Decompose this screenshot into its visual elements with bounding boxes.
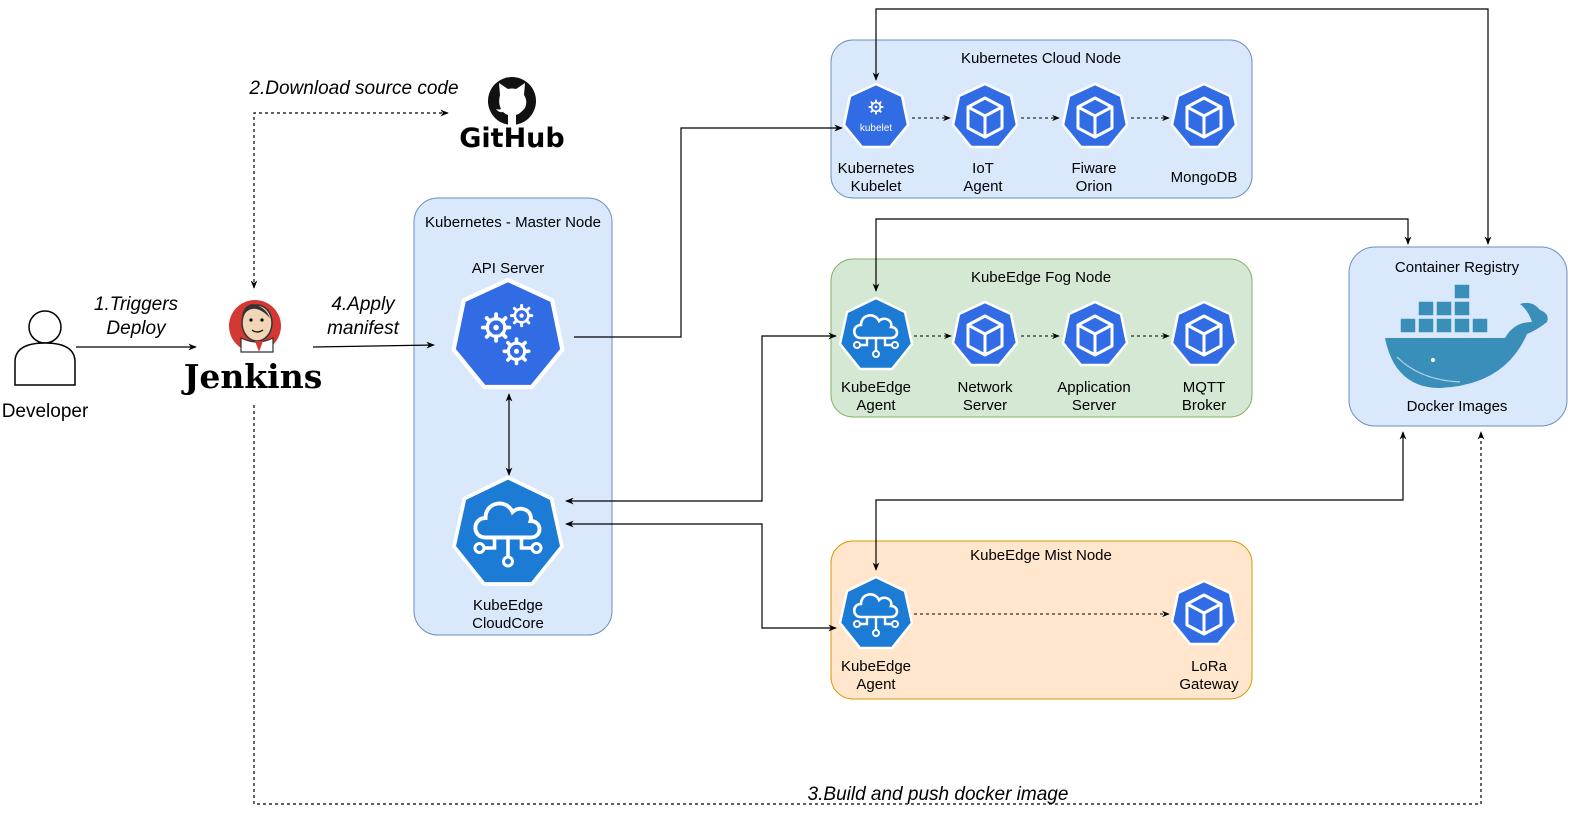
cloudcore-label: KubeEdge xyxy=(473,597,543,614)
network-server-pod-icon xyxy=(953,302,1017,365)
step-triggers-label-2: Deploy xyxy=(106,318,167,339)
edge-cloudcore-fog xyxy=(565,332,837,505)
github-octocat-icon xyxy=(488,77,536,125)
fog-item-label: Network xyxy=(957,379,1013,396)
fiware-orion-pod-icon xyxy=(1063,84,1127,147)
lora-gateway-pod-icon xyxy=(1172,581,1236,644)
fog-item-label: Application xyxy=(1057,379,1130,396)
step-apply-label-2: manifest xyxy=(327,318,400,339)
step-build-label: 3.Build and push docker image xyxy=(808,784,1069,805)
jenkins-icon xyxy=(229,300,281,353)
github-label: GitHub xyxy=(459,123,564,154)
cloud-item-label: Fiware xyxy=(1071,160,1116,177)
fog-item-label: MQTT xyxy=(1183,379,1226,396)
edge-registry-fog xyxy=(872,218,1412,292)
edge-jenkins-api xyxy=(312,341,435,349)
edge-registry-mist xyxy=(872,431,1407,571)
cloud-item-label: Orion xyxy=(1076,178,1113,195)
registry-title: Container Registry xyxy=(1395,259,1520,276)
cloud-node-title: Kubernetes Cloud Node xyxy=(961,50,1121,67)
cloudcore-label-2: CloudCore xyxy=(472,615,544,632)
registry-images-label: Docker Images xyxy=(1407,398,1508,415)
step-apply-label: 4.Apply xyxy=(331,294,396,315)
mist-node-title: KubeEdge Mist Node xyxy=(970,547,1112,564)
api-server-label: API Server xyxy=(472,260,545,277)
kubelet-badge-text: kubelet xyxy=(860,123,892,134)
fog-item-label: Agent xyxy=(856,397,896,414)
fog-item-label: Server xyxy=(1072,397,1116,414)
mongodb-pod-icon xyxy=(1172,84,1236,147)
fog-item-label: KubeEdge xyxy=(841,379,911,396)
edge-cloudcore-mist xyxy=(565,520,837,632)
mist-item-label: LoRa xyxy=(1191,658,1228,675)
fog-item-label: Broker xyxy=(1182,397,1226,414)
application-server-pod-icon xyxy=(1063,302,1127,365)
mist-item-label: Gateway xyxy=(1179,676,1239,693)
cloud-item-label: Agent xyxy=(963,178,1003,195)
step-triggers-label: 1.Triggers xyxy=(94,294,179,315)
api-server-icon xyxy=(454,280,563,387)
fog-item-label: Server xyxy=(963,397,1007,414)
kubelet-icon: kubelet xyxy=(842,82,910,149)
mqtt-broker-pod-icon xyxy=(1172,302,1236,365)
edge-jenkins-github xyxy=(250,109,449,289)
cloud-item-label: IoT xyxy=(972,160,994,177)
cloud-item-label: Kubelet xyxy=(851,178,903,195)
step-download-label: 2.Download source code xyxy=(248,78,458,99)
edge-jenkins-registry xyxy=(253,405,1485,805)
developer-label: Developer xyxy=(2,401,89,422)
mist-item-label: KubeEdge xyxy=(841,658,911,675)
jenkins-label: Jenkins xyxy=(181,357,323,396)
fog-node-title: KubeEdge Fog Node xyxy=(971,269,1111,286)
mist-item-label: Agent xyxy=(856,676,896,693)
docker-whale-icon xyxy=(1385,283,1548,388)
developer-icon xyxy=(14,310,76,386)
edge-api-kubelet xyxy=(574,124,843,338)
cloud-item-label: MongoDB xyxy=(1171,169,1238,186)
edge-registry-kubelet xyxy=(872,8,1492,245)
cloud-item-label: Kubernetes xyxy=(838,160,915,177)
master-node-title: Kubernetes - Master Node xyxy=(425,214,601,231)
iot-agent-pod-icon xyxy=(953,84,1017,147)
